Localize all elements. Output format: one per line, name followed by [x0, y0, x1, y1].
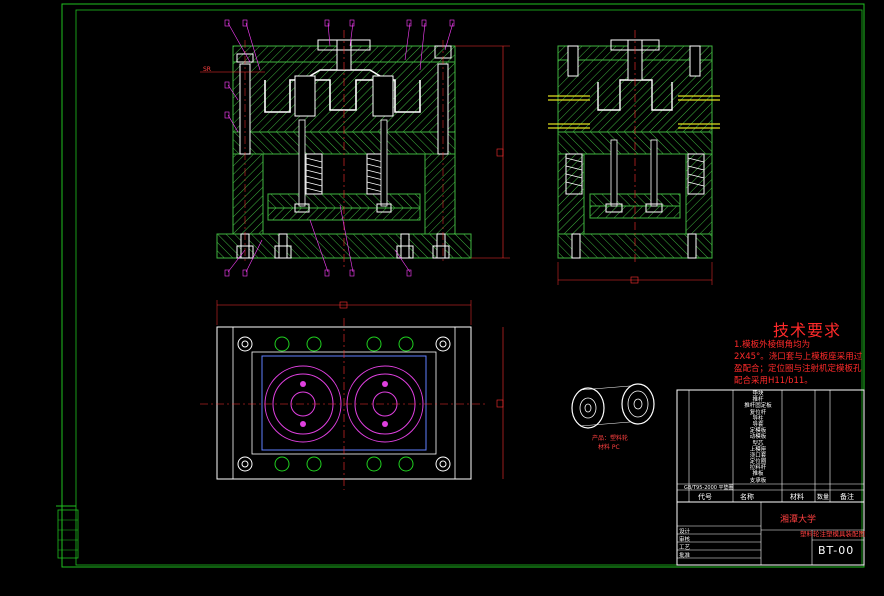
bom-part-name: 推杆 [752, 397, 764, 404]
drawing-frame [56, 3, 865, 568]
bom-part-name: 导套 [752, 421, 764, 428]
bom-part-name: 导柱 [752, 415, 764, 422]
requirement-line-1: 1.模板外棱倒角均为 [734, 340, 811, 350]
title-block-label: 工艺 [679, 545, 691, 551]
drawing-title: 塑料轮注塑模具装配图 [800, 530, 865, 538]
side-section-view [548, 30, 720, 285]
title-block-grid [676, 389, 865, 566]
requirement-line-2: 2X45°。浇口套与上模板座采用过 [734, 352, 863, 362]
bom-part-name: 垫块 [752, 391, 764, 397]
technical-requirements-title: 技术要求 [773, 321, 842, 340]
requirement-line-4: 配合采用H11/b11。 [734, 376, 813, 386]
bom-part-name: 推杆固定板 [744, 403, 772, 410]
title-block-label: 设计 [679, 529, 691, 535]
bom-part-name: 定模板 [749, 428, 767, 435]
bom-header-code: 代号 [698, 493, 712, 501]
bom-part-name: 型芯 [752, 440, 764, 447]
bom-part-list: 垫块 推杆 推杆固定板 复位杆 导柱 导套 定模板 动模板 型芯 上模座 浇口套… [735, 391, 781, 484]
bom-header-qty: 数量 [817, 494, 830, 501]
bom-part-name: 定位圈 [749, 459, 767, 466]
requirement-line-3: 盈配合；定位圈与注射机定模板孔 [734, 364, 862, 374]
company-name: 湘潭大学 [780, 515, 817, 525]
bom-part-name: 浇口套 [749, 452, 767, 459]
part-isometric [571, 383, 655, 429]
bom-part-name: 支承板 [749, 477, 767, 484]
bom-part-name: 动模板 [749, 434, 767, 441]
drawing-number: BT-00 [818, 544, 855, 557]
bom-part-name: 上模座 [749, 446, 767, 453]
bom-part-name: 拉料杆 [749, 465, 767, 472]
bom-header-name: 名称 [740, 493, 754, 501]
part-label-material: 材料 PC [598, 444, 620, 451]
bom-header-material: 材料 [790, 493, 804, 501]
title-block-label: 批准 [679, 553, 691, 559]
bom-standard-label: GB/T95-2000 平垫圈 [684, 485, 734, 491]
plan-view [200, 300, 504, 490]
front-section-view [200, 19, 510, 277]
bom-part-name: 推板 [752, 471, 764, 478]
bom-header-remark: 备注 [840, 493, 854, 501]
part-label-product: 产品：塑料轮 [592, 435, 629, 442]
sprue-radius-label: SR [203, 66, 211, 73]
title-block-label: 审核 [679, 537, 691, 543]
bom-part-name: 复位杆 [749, 409, 767, 416]
